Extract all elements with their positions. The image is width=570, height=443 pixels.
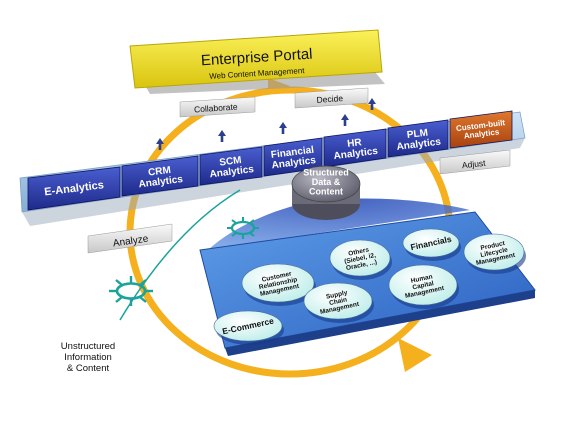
up-arrow-icon <box>156 138 164 144</box>
up-arrow-shaft <box>220 135 224 142</box>
analytics-modules: E-AnalyticsCRMAnalyticsSCMAnalyticsFinan… <box>27 98 513 211</box>
analytics-bar-shadow <box>22 138 525 226</box>
analytics-module-box <box>387 119 449 158</box>
analytics-module-box <box>121 155 199 197</box>
unstructured-label-line: Information <box>64 352 112 363</box>
portal-title: Enterprise Portal <box>200 46 313 70</box>
data-source-label: Supply <box>325 289 348 300</box>
adjust-tag <box>439 149 511 175</box>
data-source-pill <box>241 263 315 303</box>
portal-shadow <box>143 72 385 94</box>
up-arrow-shaft <box>281 127 285 134</box>
analytics-module-label: Analytics <box>333 146 379 162</box>
decide-tag <box>294 87 369 109</box>
sensor-icon <box>109 276 153 306</box>
collaborate-label: Collaborate <box>194 102 238 115</box>
analytics-module-box <box>27 166 121 211</box>
cycle-arrowhead-bottom <box>398 338 432 372</box>
data-source-pill <box>213 310 283 342</box>
analyze-label: Analyze <box>112 234 149 250</box>
data-source-label: Chain <box>329 296 348 307</box>
analytics-module-label: Financial <box>270 145 315 161</box>
up-arrow-icon <box>368 98 376 104</box>
hub-label-line: Data & <box>312 177 341 187</box>
hub-label-line: Content <box>309 187 343 197</box>
analytics-module-label: Analytics <box>463 127 500 140</box>
analytics-module-label: Analytics <box>271 155 317 171</box>
data-source-label: Capital <box>412 280 435 291</box>
up-arrow-shaft <box>158 143 162 150</box>
data-source-pill <box>329 239 391 277</box>
analytics-module-label: PLM <box>406 128 428 141</box>
data-source-label: Human <box>410 273 433 284</box>
analytics-module-label: SCM <box>219 155 242 169</box>
portal-box <box>129 29 383 89</box>
data-platform-edge <box>225 290 535 356</box>
data-source-pill <box>303 282 373 320</box>
hub-cylinder-top <box>291 165 361 203</box>
up-arrow-shaft <box>343 119 347 126</box>
data-source: Financials <box>402 228 461 261</box>
data-source-pill <box>402 228 460 258</box>
up-arrow-icon <box>218 130 226 136</box>
analytics-module-label: CRM <box>148 165 172 179</box>
up-arrow-icon <box>279 122 287 128</box>
up-arrow-icon <box>341 114 349 120</box>
data-source-label: Others <box>348 246 370 257</box>
data-source: Others(Siebel, i2,Oracle, ...) <box>329 239 392 280</box>
analytics-module-box <box>323 128 387 168</box>
decide-label: Decide <box>316 93 343 105</box>
hub-cone <box>208 198 470 250</box>
up-arrow-shaft <box>370 103 374 110</box>
collaborate-tag <box>179 96 256 118</box>
analytics-module-label: Analytics <box>138 174 184 190</box>
analyze-tag <box>87 223 173 254</box>
analytics-module-label: Analytics <box>209 164 255 180</box>
hub-label-line: Structured <box>303 168 349 178</box>
analytics-module-box <box>449 110 513 149</box>
data-source: E-Commerce <box>213 310 284 345</box>
analytics-module-box <box>199 146 263 186</box>
data-source-pill <box>388 264 458 306</box>
data-source-pill <box>463 233 525 271</box>
sensor-icon <box>227 217 259 239</box>
analytics-module: E-Analytics <box>27 166 121 211</box>
unstructured-label-line: & Content <box>67 363 110 374</box>
analytics-module-label: Analytics <box>396 136 442 152</box>
adjust-label: Adjust <box>461 158 486 170</box>
analytics-module-label: HR <box>347 137 363 150</box>
unstructured-label-line: Unstructured <box>61 341 115 352</box>
